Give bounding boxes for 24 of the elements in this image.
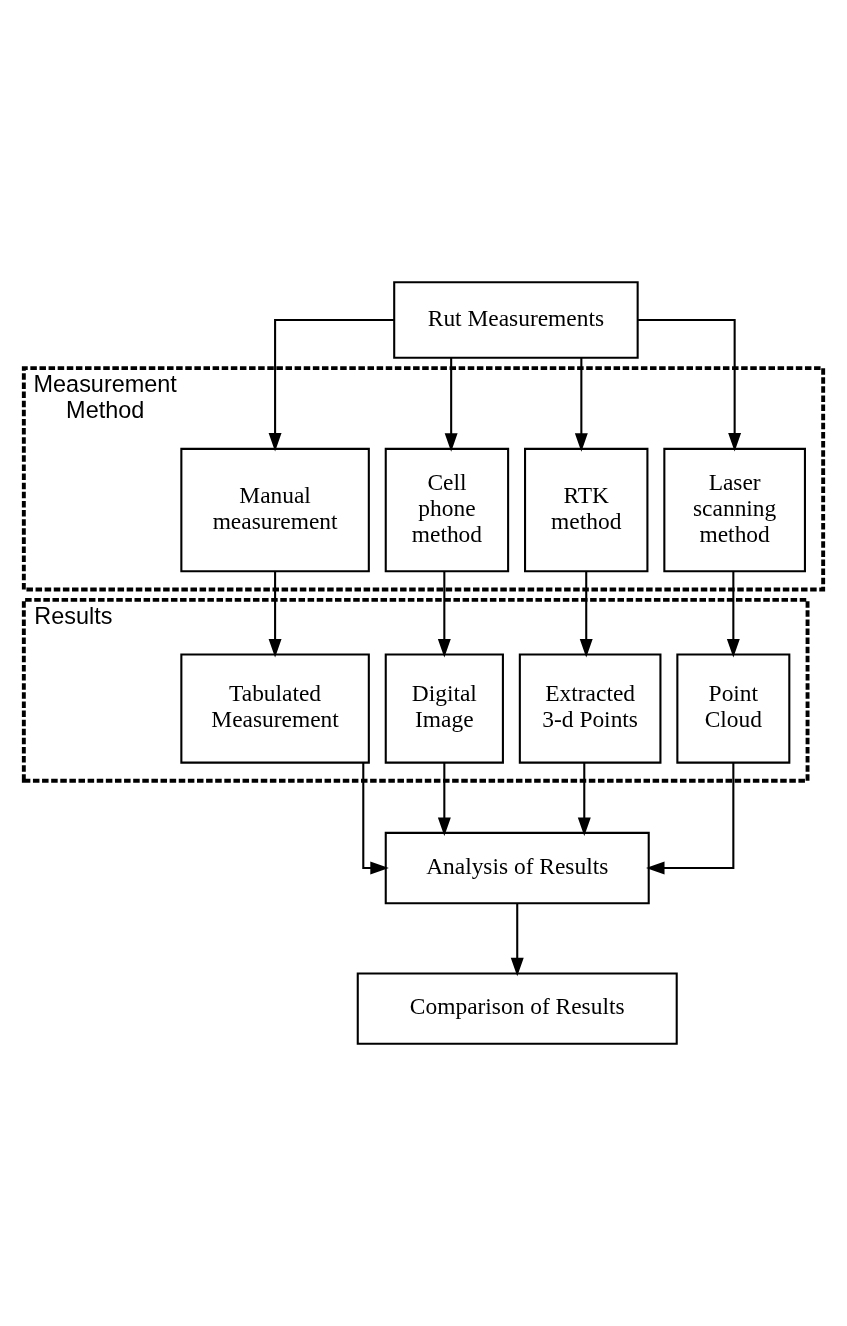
- node-box: Laser scanning method: [663, 447, 806, 573]
- node-box: RTK method: [524, 447, 649, 573]
- arrow: [444, 357, 458, 452]
- arrow: [726, 571, 740, 658]
- arrow: [437, 763, 451, 836]
- node-box: Cell phone method: [384, 447, 510, 573]
- arrow: [268, 318, 395, 452]
- arrow: [579, 571, 593, 658]
- node-box: Manual measurement: [180, 447, 370, 573]
- node-box: Analysis of Results: [384, 831, 650, 905]
- arrow: [362, 763, 389, 875]
- node-box: Tabulated Measurement: [180, 653, 370, 764]
- node-box: Rut Measurements: [393, 281, 639, 359]
- arrow: [268, 571, 282, 658]
- arrow: [646, 763, 735, 875]
- node-box: Comparison of Results: [356, 972, 678, 1045]
- arrow: [577, 763, 591, 836]
- arrow: [510, 903, 524, 977]
- arrow: [437, 571, 451, 658]
- arrow: [638, 318, 742, 452]
- node-box: Digital Image: [384, 653, 504, 764]
- arrow: [574, 357, 588, 452]
- node-box: Point Cloud: [676, 653, 791, 764]
- node-box: Extracted 3-d Points: [518, 653, 662, 764]
